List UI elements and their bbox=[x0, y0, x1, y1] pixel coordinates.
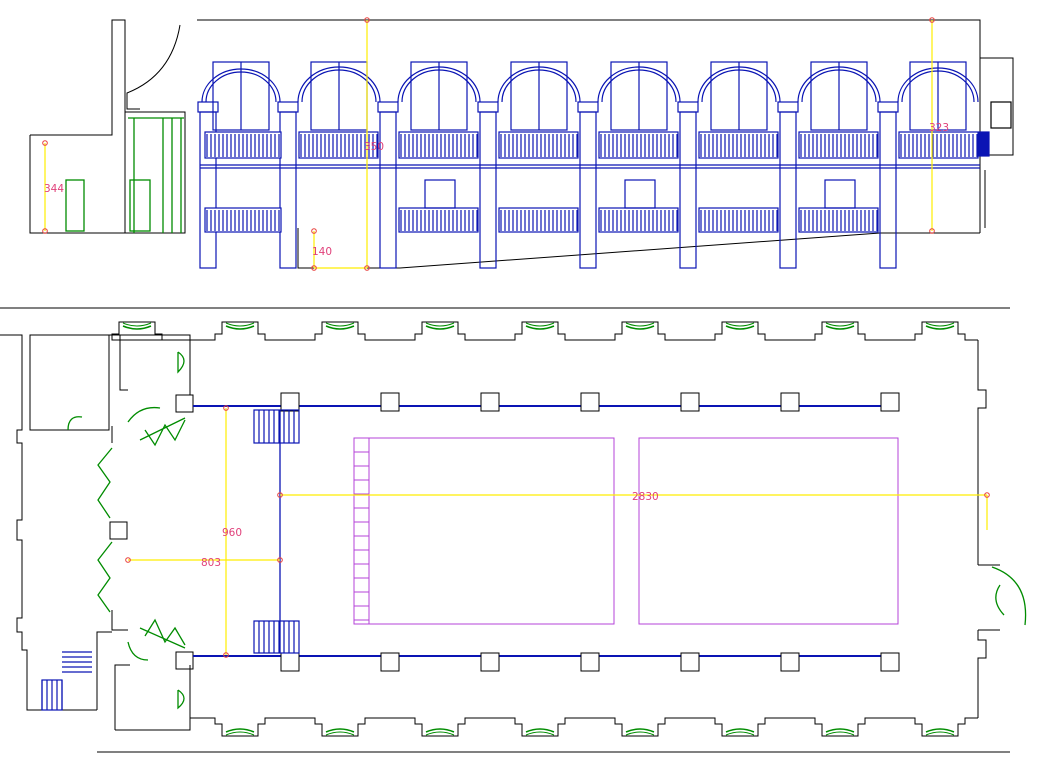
window-niche bbox=[122, 322, 152, 330]
plan-top-wall bbox=[111, 321, 978, 341]
dimension-right-height: 323 bbox=[929, 122, 949, 134]
pier-capital bbox=[877, 101, 899, 113]
balustrade bbox=[398, 131, 479, 233]
column bbox=[880, 392, 900, 412]
lower-window bbox=[624, 179, 656, 209]
elevation-view: 344 350 323 140 bbox=[29, 17, 1014, 271]
column bbox=[380, 652, 400, 672]
floor-plan-view: 2830 960 803 bbox=[0, 307, 1027, 753]
stair-north bbox=[253, 409, 300, 444]
column bbox=[280, 392, 300, 412]
column bbox=[680, 652, 700, 672]
colonnade-south bbox=[193, 652, 900, 672]
dimension-entry-depth: 803 bbox=[201, 557, 221, 569]
window-niche bbox=[725, 728, 755, 736]
court-zones bbox=[353, 437, 899, 625]
dimension-left-height: 344 bbox=[44, 183, 64, 195]
column bbox=[780, 392, 800, 412]
balustrade bbox=[204, 131, 282, 233]
window-niche bbox=[725, 322, 755, 330]
pier bbox=[879, 111, 897, 269]
door-swing-elevation bbox=[126, 24, 181, 110]
balustrade bbox=[598, 131, 679, 233]
dimension-width: 960 bbox=[222, 527, 242, 539]
plan-doors bbox=[67, 351, 1027, 710]
window-niche bbox=[425, 728, 455, 736]
pier bbox=[779, 111, 797, 269]
wall-segment bbox=[111, 321, 978, 341]
dimension-plinth: 140 bbox=[312, 246, 332, 258]
stair-exterior bbox=[41, 651, 92, 711]
window-niche bbox=[825, 728, 855, 736]
lower-window bbox=[824, 179, 856, 209]
window-niche bbox=[525, 728, 555, 736]
seating-rows bbox=[354, 438, 370, 624]
pier-capital bbox=[577, 101, 599, 113]
stair-south bbox=[253, 620, 300, 654]
dimension-mid-height: 350 bbox=[364, 141, 384, 153]
side-window bbox=[990, 101, 1012, 129]
end-pier-fill bbox=[978, 131, 990, 157]
window-niche bbox=[525, 322, 555, 330]
balustrade bbox=[698, 131, 779, 233]
court-zone-right bbox=[638, 437, 899, 625]
pier-capital bbox=[777, 101, 799, 113]
plan-bottom-wall bbox=[190, 717, 978, 737]
window-niche bbox=[225, 728, 255, 736]
plan-dimensions: 2830 960 803 bbox=[125, 405, 990, 658]
pier-capital bbox=[197, 101, 219, 113]
balustrade bbox=[298, 131, 379, 159]
column bbox=[880, 652, 900, 672]
plan-outer-lines bbox=[0, 307, 1010, 753]
column bbox=[380, 392, 400, 412]
balustrade bbox=[498, 131, 579, 233]
balustrade bbox=[798, 131, 879, 233]
pier bbox=[379, 111, 397, 269]
entry-door-elevation bbox=[65, 117, 184, 233]
window-niche bbox=[825, 322, 855, 330]
dimension-length: 2830 bbox=[632, 491, 659, 503]
window-niche bbox=[625, 322, 655, 330]
arcade-elevation bbox=[197, 61, 1012, 269]
pier bbox=[679, 111, 697, 269]
wall-segment bbox=[190, 717, 978, 737]
lower-window bbox=[424, 179, 456, 209]
elevation-dimensions: 344 350 323 140 bbox=[42, 17, 949, 271]
pier bbox=[579, 111, 597, 269]
window-niche bbox=[325, 728, 355, 736]
window-niche bbox=[225, 322, 255, 330]
pier-capital bbox=[277, 101, 299, 113]
column bbox=[280, 652, 300, 672]
window-niche bbox=[925, 322, 955, 330]
court-zone-left bbox=[353, 437, 615, 625]
pier bbox=[199, 111, 217, 269]
column bbox=[480, 652, 500, 672]
window-niche bbox=[325, 322, 355, 330]
elevation-walls bbox=[29, 19, 1014, 269]
pier-capital bbox=[677, 101, 699, 113]
column bbox=[480, 392, 500, 412]
pier bbox=[479, 111, 497, 269]
window-niche bbox=[625, 728, 655, 736]
plan-walls bbox=[0, 334, 1000, 731]
window-niche bbox=[425, 322, 455, 330]
column bbox=[680, 392, 700, 412]
pier-capital bbox=[477, 101, 499, 113]
balustrade bbox=[898, 131, 979, 159]
colonnade-north bbox=[193, 392, 900, 412]
column bbox=[580, 652, 600, 672]
pier bbox=[279, 111, 297, 269]
column bbox=[780, 652, 800, 672]
pier-capital bbox=[377, 101, 399, 113]
window-niche bbox=[925, 728, 955, 736]
column bbox=[580, 392, 600, 412]
